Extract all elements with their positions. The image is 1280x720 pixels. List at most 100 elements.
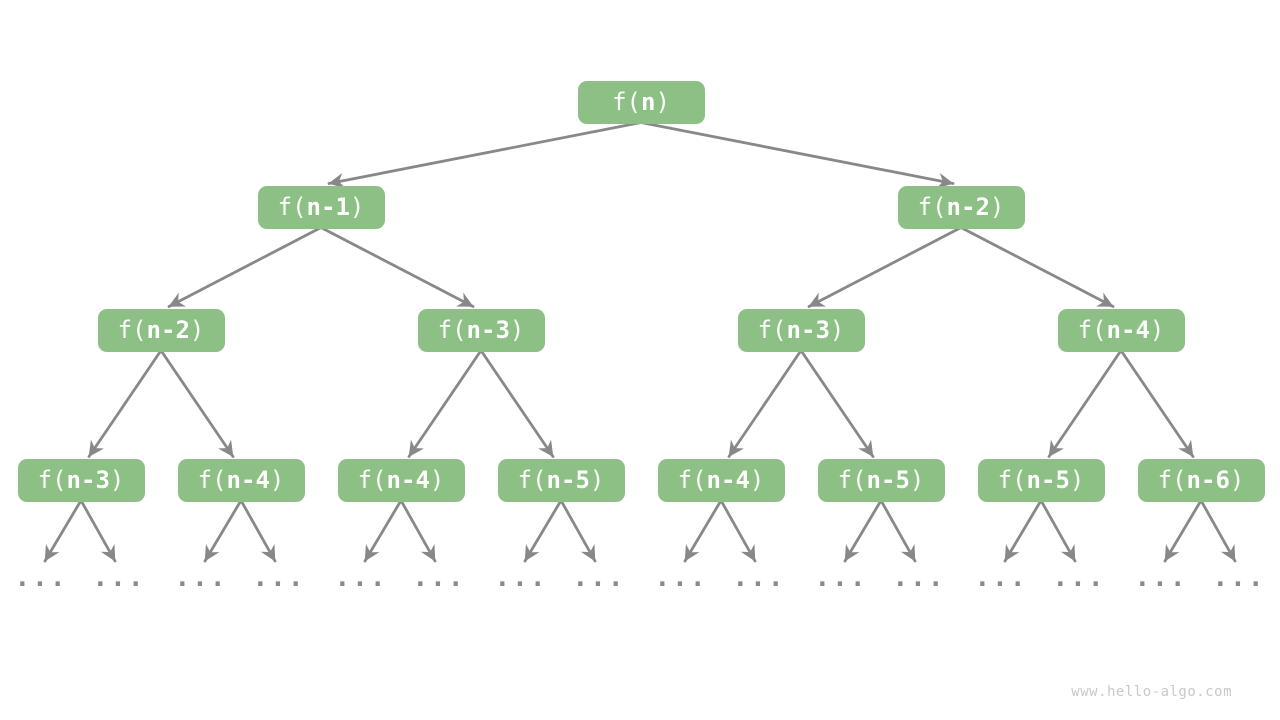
- edge-line: [159, 349, 235, 458]
- edge-line: [683, 499, 723, 563]
- node-label-argument: n-4: [1106, 316, 1150, 344]
- node-label-suffix: ): [829, 316, 845, 344]
- node-label-argument: n: [641, 88, 656, 116]
- edge-line: [1003, 499, 1043, 563]
- edge-line: [959, 226, 1115, 308]
- edge-line: [807, 226, 963, 308]
- ellipsis-leaf: ...: [732, 563, 786, 593]
- ellipsis-leaf: ...: [92, 563, 146, 593]
- node-label-argument: n-3: [66, 466, 110, 494]
- tree-node-n12: f(n-5): [817, 458, 945, 502]
- edge-line: [399, 499, 437, 563]
- tree-node-n9: f(n-4): [337, 458, 465, 502]
- watermark: www.hello-algo.com: [1071, 684, 1232, 700]
- tree-node-n3: f(n-2): [97, 308, 225, 352]
- edge-line: [559, 499, 597, 563]
- node-label-prefix: f(: [917, 193, 947, 221]
- ellipsis-leaf: ...: [1052, 563, 1106, 593]
- edge-line: [523, 499, 563, 563]
- tree-node-n6: f(n-4): [1057, 308, 1185, 352]
- tree-node-n11: f(n-4): [657, 458, 785, 502]
- ellipsis-leaf: ...: [974, 563, 1028, 593]
- ellipsis-leaf: ...: [334, 563, 388, 593]
- edge-line: [327, 121, 643, 189]
- node-label-argument: n-3: [786, 316, 830, 344]
- edge-line: [1039, 499, 1077, 563]
- node-label-argument: n-5: [866, 466, 910, 494]
- node-label-prefix: f(: [757, 316, 787, 344]
- edge-line: [1047, 349, 1123, 458]
- tree-node-n1: f(n-1): [257, 185, 385, 229]
- node-label-prefix: f(: [1077, 316, 1107, 344]
- node-label-argument: n-1: [306, 193, 350, 221]
- node-label-prefix: f(: [37, 466, 67, 494]
- edge-line: [1119, 349, 1195, 458]
- node-label-argument: n-4: [706, 466, 750, 494]
- node-label-suffix: ): [349, 193, 365, 221]
- node-label-argument: n-4: [386, 466, 430, 494]
- ellipsis-leaf: ...: [814, 563, 868, 593]
- edge-line: [1163, 499, 1203, 563]
- node-label-argument: n-2: [146, 316, 190, 344]
- node-label-prefix: f(: [1157, 466, 1187, 494]
- node-label-suffix: ): [749, 466, 765, 494]
- node-label-argument: n-6: [1186, 466, 1230, 494]
- node-label-prefix: f(: [612, 88, 641, 116]
- node-label-suffix: ): [269, 466, 285, 494]
- tree-node-n8: f(n-4): [177, 458, 305, 502]
- node-label-prefix: f(: [197, 466, 227, 494]
- node-label-suffix: ): [589, 466, 605, 494]
- ellipsis-leaf: ...: [252, 563, 306, 593]
- node-label-suffix: ): [1069, 466, 1085, 494]
- node-label-argument: n-4: [226, 466, 270, 494]
- node-label-prefix: f(: [117, 316, 147, 344]
- edge-line: [87, 349, 163, 458]
- edge-line: [239, 499, 277, 563]
- tree-node-n13: f(n-5): [977, 458, 1105, 502]
- edge-line: [639, 121, 955, 189]
- node-label-suffix: ): [909, 466, 925, 494]
- edge-line: [407, 349, 483, 458]
- node-label-prefix: f(: [357, 466, 387, 494]
- node-label-suffix: ): [989, 193, 1005, 221]
- node-label-prefix: f(: [997, 466, 1027, 494]
- edge-line: [319, 226, 475, 308]
- edge-line: [167, 226, 323, 308]
- node-label-prefix: f(: [277, 193, 307, 221]
- ellipsis-leaf: ...: [494, 563, 548, 593]
- node-label-suffix: ): [1149, 316, 1165, 344]
- node-label-suffix: ): [655, 88, 670, 116]
- node-label-suffix: ): [429, 466, 445, 494]
- edge-line: [203, 499, 243, 563]
- node-label-argument: n-2: [946, 193, 990, 221]
- node-label-prefix: f(: [837, 466, 867, 494]
- node-label-argument: n-3: [466, 316, 510, 344]
- ellipsis-leaf: ...: [1212, 563, 1266, 593]
- tree-node-n5: f(n-3): [737, 308, 865, 352]
- tree-node-n10: f(n-5): [497, 458, 625, 502]
- edge-line: [719, 499, 757, 563]
- edge-line: [727, 349, 803, 458]
- edge-line: [79, 499, 117, 563]
- edge-line: [799, 349, 875, 458]
- node-label-suffix: ): [109, 466, 125, 494]
- ellipsis-leaf: ...: [572, 563, 626, 593]
- ellipsis-leaf: ...: [1134, 563, 1188, 593]
- edge-line: [363, 499, 403, 563]
- ellipsis-leaf: ...: [654, 563, 708, 593]
- node-label-prefix: f(: [437, 316, 467, 344]
- ellipsis-leaf: ...: [174, 563, 228, 593]
- edge-line: [479, 349, 555, 458]
- edge-line: [879, 499, 917, 563]
- node-label-suffix: ): [509, 316, 525, 344]
- node-label-argument: n-5: [546, 466, 590, 494]
- tree-node-n0: f(n): [577, 80, 705, 124]
- node-label-prefix: f(: [517, 466, 547, 494]
- edge-line: [43, 499, 83, 563]
- ellipsis-leaf: ...: [14, 563, 68, 593]
- tree-node-n4: f(n-3): [417, 308, 545, 352]
- node-label-suffix: ): [189, 316, 205, 344]
- tree-node-n2: f(n-2): [897, 185, 1025, 229]
- ellipsis-leaf: ...: [412, 563, 466, 593]
